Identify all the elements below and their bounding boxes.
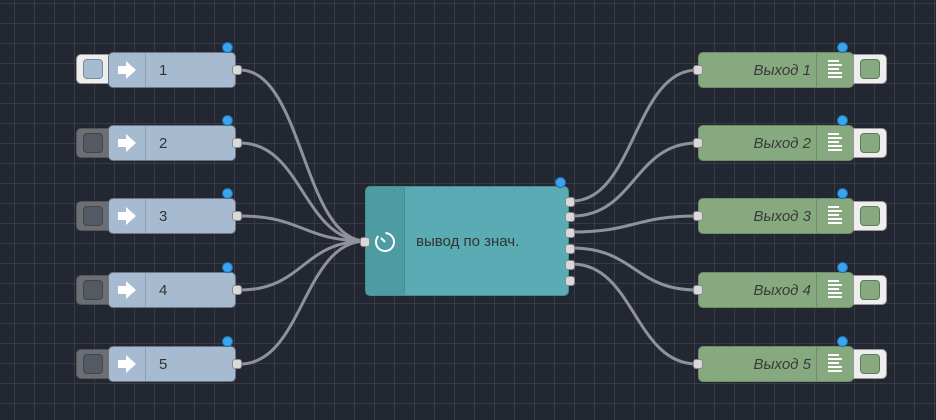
status-dot bbox=[837, 262, 848, 273]
input-port[interactable] bbox=[693, 285, 703, 295]
status-dot bbox=[222, 336, 233, 347]
input-port[interactable] bbox=[693, 359, 703, 369]
output-port-5[interactable] bbox=[565, 260, 575, 270]
debug-node-5[interactable]: Выход 5 bbox=[693, 336, 854, 382]
inject-button-4[interactable] bbox=[76, 275, 110, 305]
input-port[interactable] bbox=[693, 138, 703, 148]
wire-inject-5[interactable] bbox=[239, 239, 367, 366]
inject-node-4[interactable]: 4 bbox=[108, 262, 242, 308]
status-dot bbox=[222, 42, 233, 53]
debug-node-2[interactable]: Выход 2 bbox=[693, 115, 854, 161]
debug-label: Выход 3 bbox=[753, 207, 811, 225]
list-icon bbox=[816, 199, 853, 233]
debug-label: Выход 2 bbox=[753, 134, 811, 152]
debug-toggle-3[interactable] bbox=[853, 201, 887, 231]
output-port[interactable] bbox=[232, 211, 242, 221]
wire-output-5[interactable] bbox=[571, 262, 698, 366]
inject-button-5[interactable] bbox=[76, 349, 110, 379]
arrow-right-icon bbox=[109, 53, 146, 87]
inject-label: 3 bbox=[159, 207, 168, 225]
wire-inject-2[interactable] bbox=[239, 141, 367, 243]
inject-button-1[interactable] bbox=[76, 54, 110, 84]
inject-label: 1 bbox=[159, 61, 168, 79]
output-port[interactable] bbox=[232, 359, 242, 369]
status-dot bbox=[837, 188, 848, 199]
debug-label: Выход 1 bbox=[753, 61, 811, 79]
output-port[interactable] bbox=[232, 285, 242, 295]
switch-node[interactable]: вывод по знач. bbox=[360, 177, 575, 296]
inject-node-2[interactable]: 2 bbox=[108, 115, 242, 161]
input-port[interactable] bbox=[360, 237, 370, 247]
status-dot bbox=[222, 115, 233, 126]
output-port-2[interactable] bbox=[565, 212, 575, 222]
debug-toggle-2[interactable] bbox=[853, 128, 887, 158]
debug-label: Выход 5 bbox=[753, 355, 811, 373]
status-dot bbox=[837, 42, 848, 53]
output-port-3[interactable] bbox=[565, 228, 575, 238]
inject-button-2[interactable] bbox=[76, 128, 110, 158]
output-port[interactable] bbox=[232, 65, 242, 75]
arrow-right-icon bbox=[109, 273, 146, 307]
debug-node-3[interactable]: Выход 3 bbox=[693, 188, 854, 234]
debug-node-1[interactable]: Выход 1 bbox=[693, 42, 854, 88]
output-port-6[interactable] bbox=[565, 276, 575, 286]
list-icon bbox=[816, 347, 853, 381]
debug-node-4[interactable]: Выход 4 bbox=[693, 262, 854, 308]
inject-node-5[interactable]: 5 bbox=[108, 336, 242, 382]
arrow-right-icon bbox=[109, 347, 146, 381]
input-port[interactable] bbox=[693, 211, 703, 221]
inject-label: 2 bbox=[159, 134, 168, 152]
debug-toggle-5[interactable] bbox=[853, 349, 887, 379]
wire-output-1[interactable] bbox=[571, 68, 698, 203]
debug-toggle-4[interactable] bbox=[853, 275, 887, 305]
status-dot bbox=[837, 336, 848, 347]
inject-label: 4 bbox=[159, 281, 168, 299]
timer-icon bbox=[366, 187, 405, 295]
status-dot bbox=[222, 262, 233, 273]
debug-label: Выход 4 bbox=[753, 281, 811, 299]
inject-button-3[interactable] bbox=[76, 201, 110, 231]
arrow-right-icon bbox=[109, 126, 146, 160]
status-dot bbox=[222, 188, 233, 199]
wire-inject-1[interactable] bbox=[239, 68, 367, 243]
inject-node-1[interactable]: 1 bbox=[108, 42, 242, 88]
output-port-4[interactable] bbox=[565, 244, 575, 254]
inject-label: 5 bbox=[159, 355, 168, 373]
status-dot bbox=[837, 115, 848, 126]
list-icon bbox=[816, 126, 853, 160]
wire-output-2[interactable] bbox=[571, 141, 698, 218]
input-port[interactable] bbox=[693, 65, 703, 75]
list-icon bbox=[816, 53, 853, 87]
switch-label: вывод по знач. bbox=[416, 232, 520, 250]
wire-inject-3[interactable] bbox=[239, 214, 367, 243]
wire-output-4[interactable] bbox=[571, 246, 698, 292]
inject-node-3[interactable]: 3 bbox=[108, 188, 242, 234]
wire-inject-4[interactable] bbox=[239, 239, 367, 292]
wire-output-3[interactable] bbox=[571, 214, 698, 234]
list-icon bbox=[816, 273, 853, 307]
status-dot bbox=[555, 177, 566, 188]
arrow-right-icon bbox=[109, 199, 146, 233]
output-port-1[interactable] bbox=[565, 197, 575, 207]
output-port[interactable] bbox=[232, 138, 242, 148]
debug-toggle-1[interactable] bbox=[853, 54, 887, 84]
